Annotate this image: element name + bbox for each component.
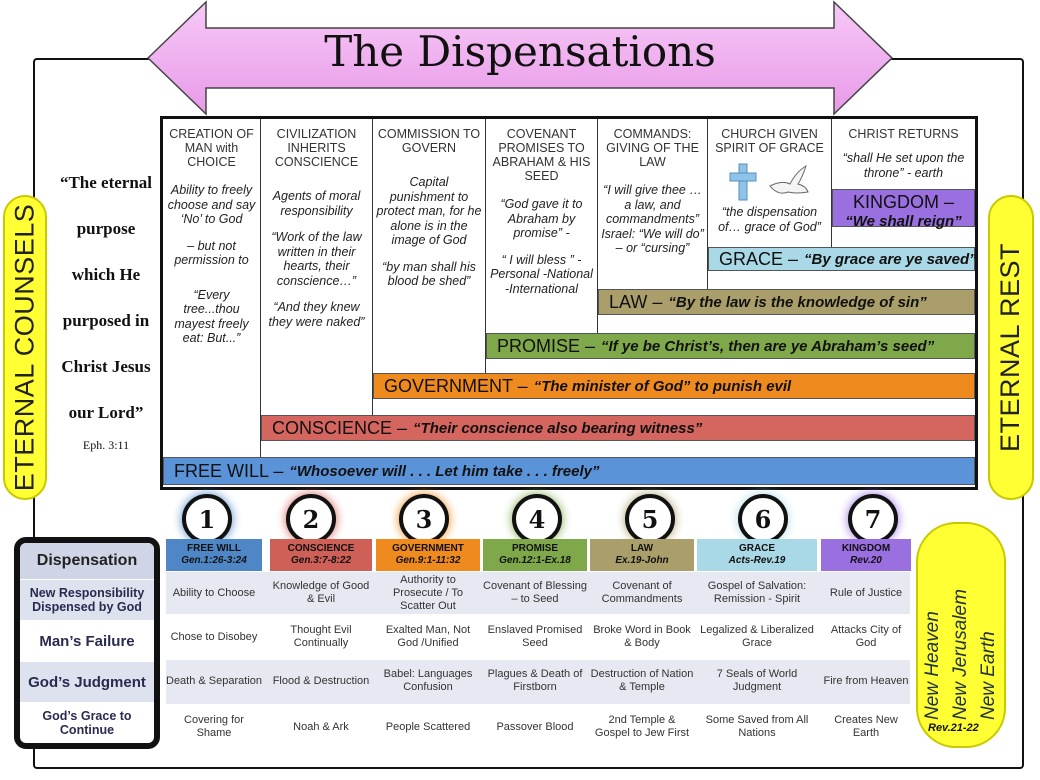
quote-line: our Lord”: [68, 403, 144, 422]
dispensation-chart: CREATION OF MAN with CHOICE Ability to f…: [160, 116, 978, 490]
new-heaven-pill: New Heaven New Jerusalem New Earth Rev.2…: [916, 522, 1006, 748]
table-cell: Gospel of Salvation: Remission - Spirit: [707, 580, 807, 605]
page-title: The Dispensations: [324, 27, 716, 76]
quote-line: purposed in: [62, 311, 150, 330]
table-stripe: [166, 572, 910, 614]
table-cell: Chose to Disobey: [170, 630, 258, 643]
new-jerusalem-label: New Jerusalem: [950, 589, 971, 720]
row-label-grace: God’s Grace to Continue: [20, 702, 154, 743]
table-cell: Noah & Ark: [293, 720, 349, 733]
table-cell: Some Saved from All Nations: [705, 714, 809, 739]
eternal-rest-pill: ETERNAL REST: [988, 195, 1034, 500]
number-circle: 2: [286, 494, 336, 544]
column-kingdom: CHRIST RETURNS “shall He set upon the th…: [842, 127, 965, 180]
column-government: COMMISSION TO GOVERN Capital punishment …: [373, 119, 486, 373]
quote-reference: Eph. 3:11: [82, 438, 130, 452]
band-promise: PROMISE –“If ye be Christ’s, then are ye…: [486, 333, 975, 359]
quote-line: “The eternal: [59, 173, 153, 192]
band-conscience: CONSCIENCE –“Their conscience also beari…: [261, 415, 975, 441]
table-cell: Covenant of Commandments: [601, 580, 683, 605]
table-cell: Covenant of Blessing – to Seed: [483, 580, 587, 605]
table-cell: Flood & Destruction: [272, 674, 370, 687]
table-cell: Babel: Languages Confusion: [383, 668, 473, 693]
row-label-dispensation: Dispensation: [20, 543, 154, 579]
column-grace: CHURCH GIVEN SPIRIT OF GRACE “the dispen…: [708, 119, 832, 247]
band-kingdom: KINGDOM – “We shall reign”: [832, 189, 975, 230]
table-cell: 7 Seals of World Judgment: [716, 668, 798, 693]
title-arrow: The Dispensations: [146, 0, 894, 120]
cross-icon: [729, 163, 756, 201]
column-promise: COVENANT PROMISES TO ABRAHAM & HIS SEED …: [486, 119, 598, 333]
eternal-counsels-pill: ETERNAL COUNSELS: [3, 195, 47, 500]
quote-line: Christ Jesus: [61, 357, 151, 376]
column-law: COMMANDS: GIVING OF THE LAW “I will give…: [598, 119, 708, 289]
table-cell: Thought Evil Continually: [290, 624, 352, 649]
quote-line: purpose: [76, 219, 136, 238]
table-cell: Authority to Prosecute / To Scatter Out: [392, 573, 464, 612]
table-cell: Plagues & Death of Firstborn: [487, 668, 583, 693]
row-label-judgment: God’s Judgment: [20, 661, 154, 702]
double-arrow-icon: [146, 0, 894, 116]
band-free-will: FREE WILL –“Whosoever will . . . Let him…: [163, 457, 975, 485]
dove-icon: [768, 164, 809, 194]
table-stripe: [166, 660, 910, 704]
band-government: GOVERNMENT –“The minister of God” to pun…: [373, 373, 975, 399]
table-cell: Broke Word in Book & Body: [593, 624, 691, 649]
new-heaven-label: New Heaven: [922, 611, 943, 720]
row-label-failure: Man’s Failure: [20, 620, 154, 661]
scripture-quote: “The eternal purpose which He purposed i…: [46, 160, 166, 453]
number-circle: 4: [512, 494, 562, 544]
number-circle: 1: [182, 494, 232, 544]
table-cell: Creates New Earth: [834, 714, 898, 739]
number-circle: 5: [625, 494, 675, 544]
table-cell: Ability to Choose: [172, 586, 256, 599]
table-cell: Rule of Justice: [829, 586, 903, 599]
table-cell: 2nd Temple & Gospel to Jew First: [594, 714, 690, 739]
column-creation: CREATION OF MAN with CHOICE Ability to f…: [163, 119, 261, 457]
table-cell: Passover Blood: [496, 720, 574, 733]
band-law: LAW –“By the law is the knowledge of sin…: [598, 289, 975, 315]
table-cell: Knowledge of Good & Evil: [272, 580, 370, 605]
table-cell: Legalized & Liberalized Grace: [700, 624, 814, 649]
column-civilization: CIVILIZATION INHERITS CONSCIENCE Agents …: [261, 119, 373, 415]
table-cell: Exalted Man, Not God /Unified: [385, 624, 471, 649]
number-circle: 6: [738, 494, 788, 544]
new-heaven-reference: Rev.21-22: [928, 722, 979, 734]
eternal-rest-label: ETERNAL REST: [995, 242, 1026, 453]
band-grace: GRACE –“By grace are ye saved”: [708, 247, 977, 271]
quote-line: which He: [71, 265, 141, 284]
number-circle: 3: [399, 494, 449, 544]
table-cell: Death & Separation: [166, 674, 263, 687]
row-labels: Dispensation New Responsibility Dispense…: [14, 537, 160, 749]
number-circle: 7: [848, 494, 898, 544]
table-cell: Fire from Heaven: [823, 674, 909, 687]
table-cell: Attacks City of God: [830, 624, 902, 649]
row-label-responsibility: New Responsibility Dispensed by God: [20, 579, 154, 620]
new-earth-label: New Earth: [978, 631, 999, 720]
table-cell: People Scattered: [385, 720, 471, 733]
table-cell: Covering for Shame: [184, 714, 244, 739]
table-cell: Enslaved Promised Seed: [487, 624, 583, 649]
eternal-counsels-label: ETERNAL COUNSELS: [9, 203, 40, 492]
table-cell: Destruction of Nation & Temple: [590, 668, 694, 693]
